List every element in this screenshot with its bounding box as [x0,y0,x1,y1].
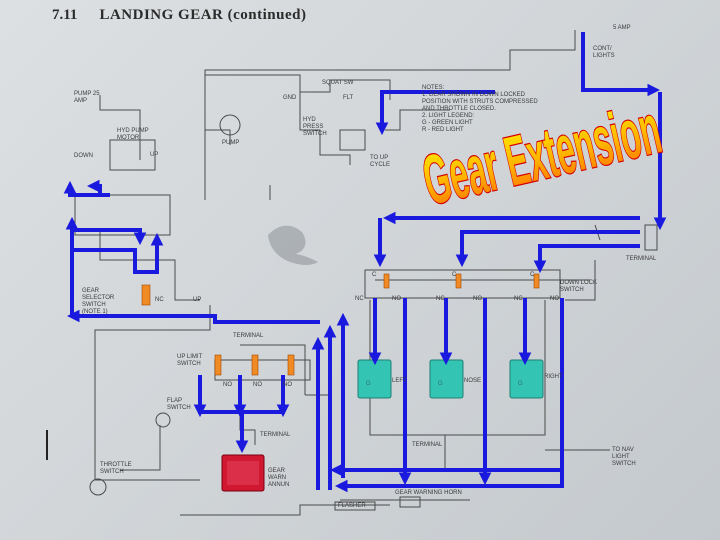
arrow-terminal-left-2 [455,230,640,268]
arrow-terminal-left-3 [533,244,640,274]
gear-warn-annunciator-glare [227,461,259,485]
terminal-box [644,224,658,251]
arrow-top-right [581,32,661,97]
label-c-left: C [372,272,377,278]
note-line: G - GREEN LIGHT [422,120,473,126]
label-c-nose: C [452,272,457,278]
note-line: 1. GEAR SHOWN IN DOWN LOCKED [422,92,526,98]
flasher-symbol [334,501,376,511]
label-flasher: FLASHER [338,503,366,509]
fuse-up-limit-3 [287,354,295,376]
label-throttle-switch: THROTTLE SWITCH [100,462,132,475]
label-nc-selector: NC [155,297,164,303]
label-flap-switch: FLAP SWITCH [167,398,191,411]
pump-motor-symbol [109,139,156,171]
label-up-limit-switch: UP LIMIT SWITCH [177,354,203,367]
throttle-switch-symbol [89,478,107,496]
label-no-right: NO [550,296,559,302]
gear-lights: G G G [357,359,544,399]
section-title: LANDING GEAR (continued) [99,7,307,23]
svg-text:G: G [518,381,523,387]
label-no-up-limit-2: NO [253,382,262,388]
label-to-nav-light-switch: TO NAV LIGHT SWITCH [612,447,636,467]
notes-block: NOTES: 1. GEAR SHOWN IN DOWN LOCKED POSI… [422,85,538,134]
arrow-selector-right [72,228,147,246]
fuse-right [533,273,540,289]
label-pump-amp: PUMP 25 AMP [74,91,100,104]
current-flow-arrows [63,32,667,493]
label-gear-selector-switch: GEAR SELECTOR SWITCH (NOTE 1) [82,288,115,315]
label-gnd: GND [283,95,297,101]
label-terminal-bottom: TERMINAL [260,432,291,438]
label-nc-nose: NC [436,296,445,302]
label-no-up-limit-1: NO [223,382,232,388]
fuses [141,273,540,376]
label-5-amp: 5 AMP [613,25,631,31]
components [74,114,658,511]
label-down: DOWN [74,153,93,159]
page-edge-mark [46,430,48,460]
label-up: UP [150,152,159,158]
label-squat-sw: SQUAT SW [322,80,354,86]
label-c-right: C [530,272,535,278]
arrow-selector-up [72,232,164,274]
label-nc-right: NC [514,296,523,302]
note-line: NOTES: [422,85,445,91]
label-gear-warning-horn: GEAR WARNING HORN [395,490,462,496]
flap-switch-symbol [155,412,171,428]
arrow-pump-up [86,179,102,195]
label-terminal-mid: TERMINAL [233,333,264,339]
schematic-wiring [94,30,610,516]
label-to-up-cycle: TO UP CYCLE [370,155,391,168]
note-line: R - RED LIGHT [422,127,464,133]
section-number: 7.11 [52,7,78,23]
label-left-light: LEFT [392,378,407,384]
label-nose-light: NOSE [464,378,482,384]
label-cont-lights: CONT/ LIGHTS [593,46,615,59]
arrow-return-right [334,298,564,493]
label-flt: FLT [343,95,354,101]
svg-text:G: G [366,381,371,387]
note-line: POSITION WITH STRUTS COMPRESSED [422,99,538,105]
page-shadow [268,225,318,265]
hyd-press-switch-symbol [339,129,366,151]
label-right-light: RIGHT [544,374,563,380]
page-header: 7.11 LANDING GEAR (continued) [52,6,306,24]
label-terminal-lights: TERMINAL [412,442,443,448]
label-no-up-limit-3: NO [283,382,292,388]
note-line: AND THROTTLE CLOSED. [422,106,496,112]
label-nc-left: NC [355,296,364,302]
arrow-top-left [375,90,495,136]
label-down-lock-switch: DOWN LOCK SWITCH [560,280,598,293]
fuse-nose [455,273,462,289]
label-hyd-press-switch: HYD PRESS SWITCH [303,117,327,137]
label-pump: PUMP [222,140,240,146]
label-no-left: NO [392,296,401,302]
arrow-mid-left [66,309,320,324]
label-terminal-top: TERMINAL [626,256,657,262]
label-up-selector: UP [193,297,202,303]
note-line: 2. LIGHT LEGEND: [422,113,475,119]
fuse-up-limit-2 [251,354,259,376]
down-lock-switch-body [364,269,561,299]
label-hyd-pump-motor: HYD PUMP MOTOR [117,128,149,141]
label-gear-warn-annun: GEAR WARN ANNUN [268,468,290,488]
fuse-left [383,273,390,289]
pump-symbol [219,114,241,136]
label-no-nose: NO [473,296,482,302]
arrow-selector-up-left [63,180,110,197]
svg-text:G: G [438,381,443,387]
fuse-selector [141,284,151,306]
fuse-up-limit-1 [214,354,222,376]
selector-body [74,194,171,236]
gear-warning-horn-symbol [399,496,421,508]
